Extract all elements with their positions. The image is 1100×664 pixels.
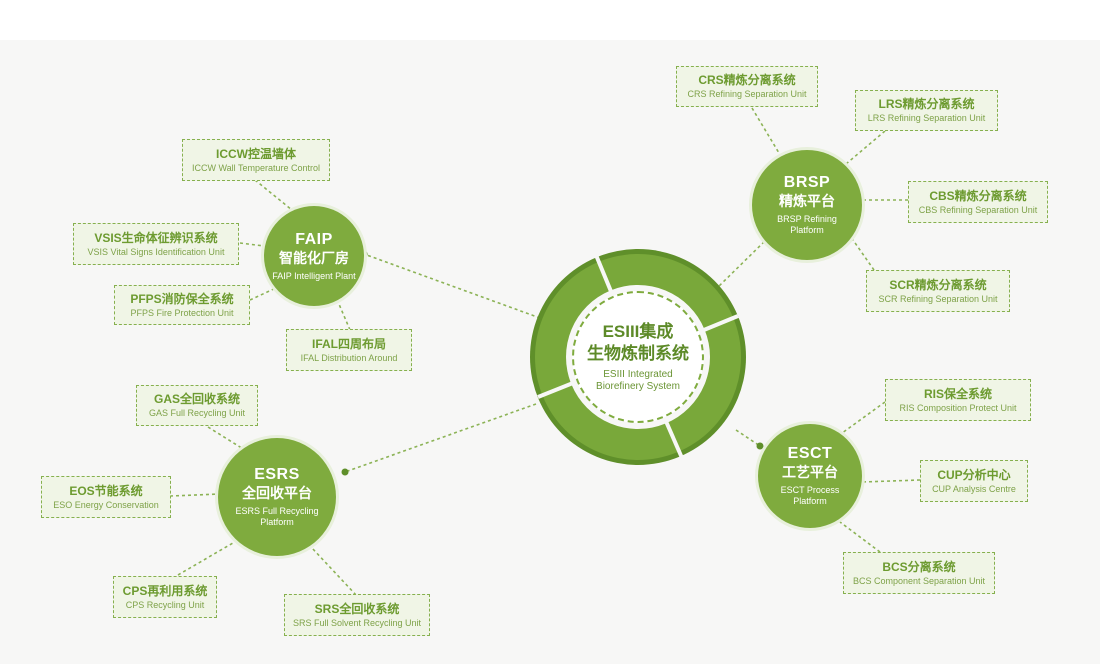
unit-title: IFAL四周布局 [312, 336, 386, 351]
link-esrs-eos [169, 493, 221, 497]
link-brsp-lrs [845, 130, 886, 165]
unit-title: PFPS消防保全系统 [130, 291, 234, 306]
platform-code: FAIP [295, 230, 333, 248]
link-esct-cup [861, 479, 921, 483]
unit-title: CBS精炼分离系统 [929, 188, 1027, 203]
unit-ifal[interactable]: IFAL四周布局 IFAL Distribution Around [286, 329, 412, 371]
unit-subtitle: ICCW Wall Temperature Control [191, 162, 321, 173]
unit-bcs[interactable]: BCS分离系统 BCS Component Separation Unit [843, 552, 995, 594]
unit-ris[interactable]: RIS保全系统 RIS Composition Protect Unit [885, 379, 1031, 421]
platform-faip[interactable]: FAIP 智能化厂房 FAIP Intelligent Plant [264, 206, 364, 306]
unit-title: CRS精炼分离系统 [698, 73, 796, 87]
link-faip-ifal [335, 296, 351, 331]
platform-en-name: ESCT Process Platform [780, 485, 840, 506]
connector-dot [756, 442, 764, 450]
platform-en-name: ESRS Full Recycling Platform [235, 506, 319, 527]
unit-subtitle: BCS Component Separation Unit [852, 575, 986, 586]
unit-cps[interactable]: CPS再利用系统 CPS Recycling Unit [113, 576, 217, 618]
unit-iccw[interactable]: ICCW控温墙体 ICCW Wall Temperature Control [182, 139, 330, 181]
platform-en-name: BRSP Refining Platform [777, 214, 837, 235]
unit-subtitle: SRS Full Solvent Recycling Unit [292, 617, 422, 628]
hub-title-line1: ESIII集成 [602, 322, 674, 341]
unit-title: VSIS生命体征辨识系统 [94, 230, 218, 245]
link-faip-vsis [239, 242, 265, 247]
link-hub-faip [363, 253, 541, 319]
unit-title: CPS再利用系统 [122, 583, 208, 598]
platform-cn-name: 工艺平台 [782, 464, 838, 480]
unit-title: CUP分析中心 [937, 467, 1011, 482]
link-hub-esrs [344, 403, 537, 473]
unit-title: BCS分离系统 [882, 559, 956, 574]
unit-cbs[interactable]: CBS精炼分离系统 CBS Refining Separation Unit [908, 181, 1048, 223]
connector-dot [341, 468, 349, 476]
unit-pfps[interactable]: PFPS消防保全系统 PFPS Fire Protection Unit [114, 285, 250, 325]
unit-subtitle: CRS Refining Separation Unit [687, 89, 807, 99]
unit-title: RIS保全系统 [923, 386, 992, 401]
unit-scr[interactable]: SCR精炼分离系统 SCR Refining Separation Unit [866, 270, 1010, 312]
unit-subtitle: CBS Refining Separation Unit [918, 204, 1038, 215]
hub-title-line2: 生物炼制系统 [587, 344, 689, 363]
unit-subtitle: RIS Composition Protect Unit [899, 402, 1017, 413]
unit-gas[interactable]: GAS全回收系统 GAS Full Recycling Unit [136, 385, 258, 426]
unit-subtitle: LRS Refining Separation Unit [867, 113, 986, 123]
unit-title: EOS节能系统 [69, 483, 143, 498]
link-hub-brsp [714, 237, 769, 291]
platform-code: ESCT [787, 445, 833, 462]
unit-srs[interactable]: SRS全回收系统 SRS Full Solvent Recycling Unit [284, 594, 430, 636]
platform-esrs[interactable]: ESRS 全回收平台 ESRS Full Recycling Platform [218, 438, 336, 556]
unit-subtitle: SCR Refining Separation Unit [878, 293, 998, 304]
platform-brsp[interactable]: BRSP 精炼平台 BRSP Refining Platform [752, 150, 862, 260]
hub-subtitle: ESIII Integrated Biorefinery System [596, 369, 680, 392]
link-faip-iccw [254, 179, 293, 211]
link-esrs-cps [177, 539, 239, 576]
link-esct-ris [837, 401, 886, 437]
platform-code: ESRS [254, 466, 300, 483]
link-esct-bcs [839, 521, 881, 553]
hub-center: ESIII集成 生物炼制系统 ESIII Integrated Biorefin… [572, 291, 704, 423]
platform-cn-name: 精炼平台 [779, 193, 835, 209]
unit-subtitle: ESO Energy Conservation [53, 499, 159, 510]
unit-subtitle: GAS Full Recycling Unit [148, 408, 246, 418]
unit-lrs[interactable]: LRS精炼分离系统 LRS Refining Separation Unit [855, 90, 998, 131]
link-esrs-gas [207, 426, 249, 453]
unit-subtitle: IFAL Distribution Around [300, 352, 398, 363]
unit-title: LRS精炼分离系统 [878, 97, 975, 111]
link-brsp-scr [845, 229, 875, 271]
unit-vsis[interactable]: VSIS生命体征辨识系统 VSIS Vital Signs Identifica… [73, 223, 239, 265]
unit-title: GAS全回收系统 [153, 392, 240, 406]
link-esrs-srs [311, 547, 357, 596]
unit-subtitle: CUP Analysis Centre [932, 483, 1016, 494]
unit-crs[interactable]: CRS精炼分离系统 CRS Refining Separation Unit [676, 66, 818, 107]
link-hub-esct [735, 429, 761, 447]
unit-subtitle: VSIS Vital Signs Identification Unit [87, 246, 225, 257]
unit-cup[interactable]: CUP分析中心 CUP Analysis Centre [920, 460, 1028, 502]
platform-esct[interactable]: ESCT 工艺平台 ESCT Process Platform [758, 424, 862, 528]
unit-title: SCR精炼分离系统 [889, 277, 987, 292]
unit-subtitle: PFPS Fire Protection Unit [130, 307, 234, 318]
platform-en-name: FAIP Intelligent Plant [272, 270, 356, 281]
platform-cn-name: 全回收平台 [242, 485, 312, 501]
link-faip-pfps [249, 286, 279, 301]
unit-subtitle: CPS Recycling Unit [125, 599, 205, 610]
platform-cn-name: 智能化厂房 [279, 249, 349, 266]
link-brsp-crs [751, 107, 783, 159]
unit-title: SRS全回收系统 [314, 601, 400, 616]
unit-eos[interactable]: EOS节能系统 ESO Energy Conservation [41, 476, 171, 518]
unit-title: ICCW控温墙体 [216, 146, 296, 161]
platform-code: BRSP [783, 174, 831, 191]
